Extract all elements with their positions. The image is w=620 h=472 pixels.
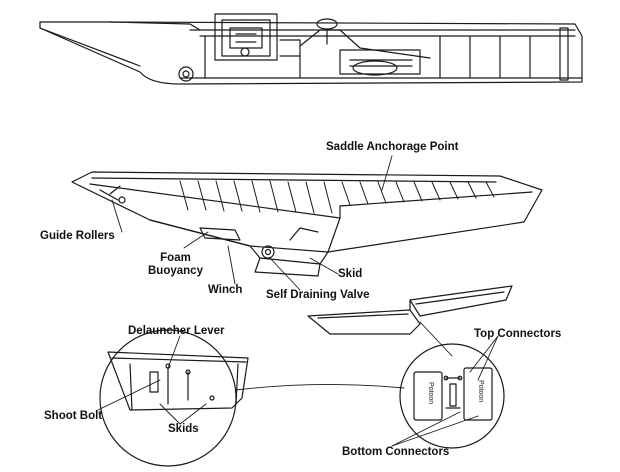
pontoon-pair <box>307 285 513 335</box>
label-saddle-anchorage-point: Saddle Anchorage Point <box>326 141 459 153</box>
open-hull-view <box>71 171 543 277</box>
side-view-hull <box>39 13 583 85</box>
connectors-detail-circle <box>399 343 505 449</box>
label-potoon-left: Potoon <box>427 382 434 405</box>
label-foam-buoyancy: Foam Buoyancy <box>148 252 203 277</box>
label-top-connectors: Top Connectors <box>474 328 562 340</box>
label-skid: Skid <box>338 268 363 280</box>
delauncher-detail-circle <box>99 329 249 467</box>
label-potoon-right: Potoon <box>477 380 484 403</box>
label-bottom-connectors: Bottom Connectors <box>342 446 450 458</box>
label-delauncher-lever: Delauncher Lever <box>128 325 225 337</box>
label-guide-rollers: Guide Rollers <box>40 230 115 242</box>
label-self-draining-valve: Self Draining Valve <box>266 289 370 301</box>
label-winch: Winch <box>208 284 243 296</box>
label-shoot-bolt: Shoot Bolt <box>44 410 103 422</box>
label-skids: Skids <box>168 423 199 435</box>
